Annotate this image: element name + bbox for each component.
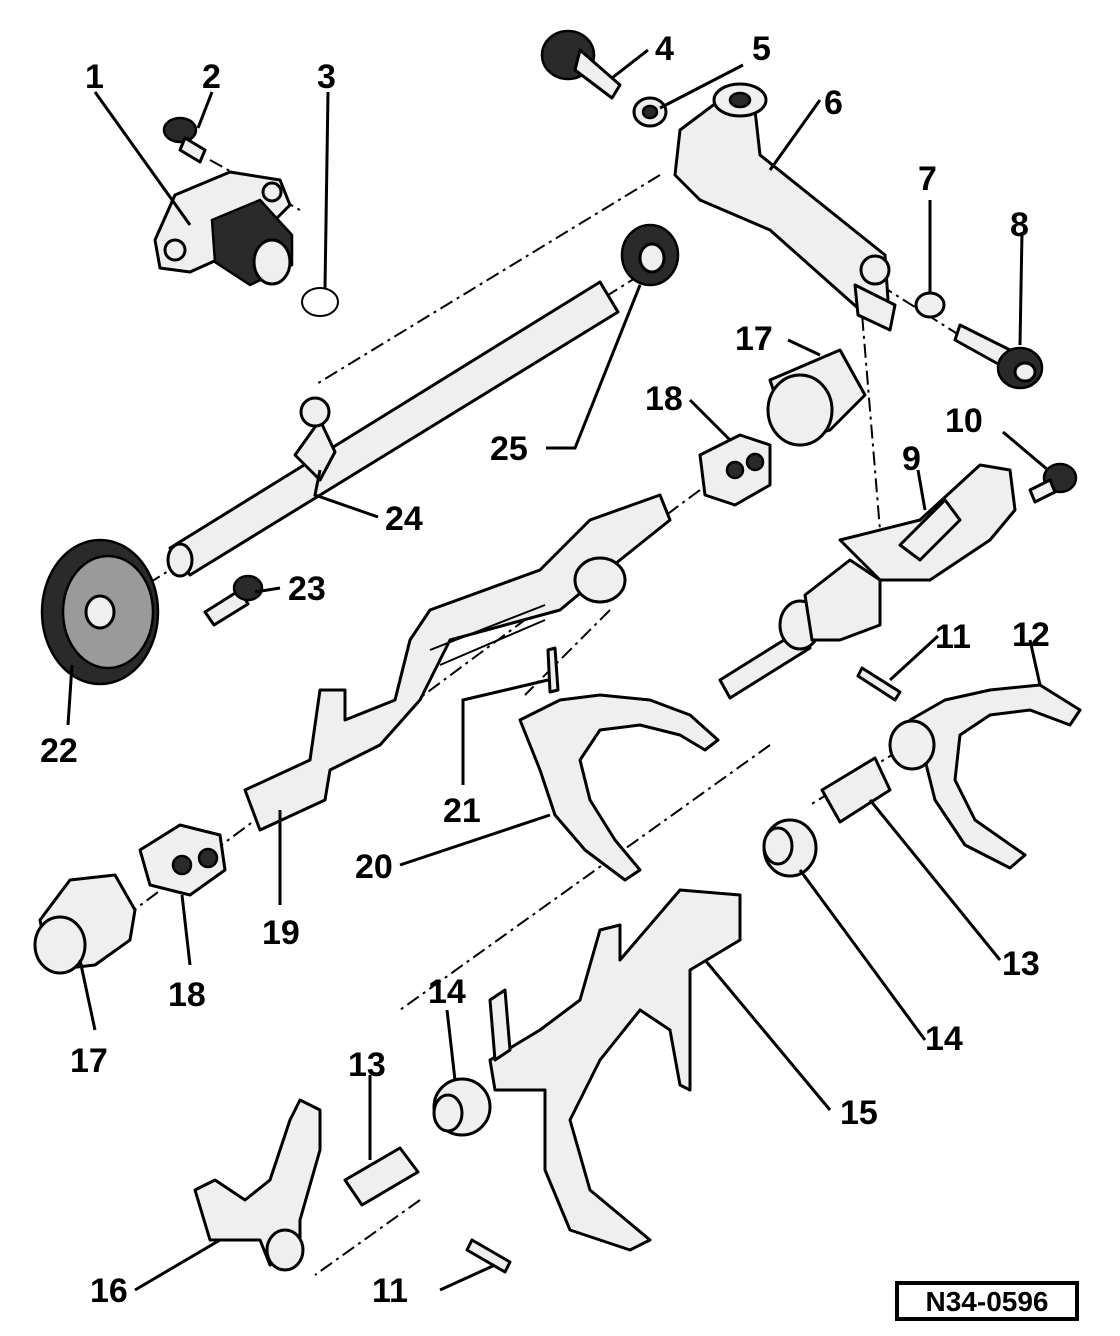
- callout-12: 12: [1012, 616, 1050, 654]
- callout-14-upper: 14: [925, 1020, 963, 1058]
- callout-19: 19: [262, 914, 300, 952]
- part-20-shift-fork: [518, 693, 720, 882]
- callout-9: 9: [902, 440, 921, 478]
- callout-3: 3: [317, 58, 336, 96]
- part-1-flange-bushing: [153, 170, 294, 287]
- callout-labels: 1 2 3 4 5 6 7 8 9 10 11 11 12 13 13 14 1…: [40, 30, 1050, 1310]
- part-16-shift-fork: [193, 1098, 322, 1272]
- part-24-shift-rod: [166, 280, 620, 578]
- part-2-bolt: [162, 116, 207, 164]
- callout-17-upper: 17: [735, 320, 773, 358]
- callout-5: 5: [752, 30, 771, 68]
- part-13-sleeve-lower: [343, 1146, 420, 1207]
- callout-7: 7: [918, 160, 937, 198]
- part-9-selector-bracket: [838, 463, 1017, 582]
- callout-24: 24: [385, 500, 423, 538]
- callout-20: 20: [355, 848, 393, 886]
- part-8-pin: [953, 323, 1044, 390]
- part-13-sleeve-upper: [820, 756, 892, 824]
- callout-11-lower: 11: [372, 1272, 408, 1310]
- part-11-roll-pin-lower: [465, 1238, 512, 1274]
- reference-code-box: N34-0596: [895, 1281, 1079, 1321]
- part-19-shift-rail: [243, 493, 672, 832]
- leader-lines: [66, 48, 1049, 1292]
- callout-13-upper: 13: [1002, 945, 1040, 983]
- selector-shaft: [718, 558, 882, 700]
- part-6-shift-lever: [673, 82, 897, 332]
- part-23-screw: [203, 574, 264, 627]
- callout-4: 4: [655, 30, 674, 68]
- callout-25: 25: [490, 430, 528, 468]
- part-5-washer: [632, 96, 668, 128]
- callout-15: 15: [840, 1094, 878, 1132]
- part-17-sleeve-upper: [766, 348, 867, 447]
- part-21-roll-pin: [546, 646, 560, 694]
- callout-8: 8: [1010, 206, 1029, 244]
- callout-2: 2: [202, 58, 221, 96]
- callout-11-upper: 11: [935, 618, 971, 656]
- part-12-shift-fork: [888, 683, 1082, 870]
- callout-18-lower: 18: [168, 976, 206, 1014]
- part-4-shift-pin: [540, 29, 622, 100]
- callout-17-lower: 17: [70, 1042, 108, 1080]
- part-22-selector-wheel: [40, 538, 160, 686]
- part-14-bushing-upper: [762, 818, 818, 878]
- reference-code: N34-0596: [926, 1286, 1049, 1317]
- callout-1: 1: [85, 58, 104, 96]
- part-18-bearing-block-upper: [698, 433, 772, 507]
- callout-10: 10: [945, 402, 983, 440]
- part-11-roll-pin-upper: [856, 666, 902, 702]
- callout-23: 23: [288, 570, 326, 608]
- part-25-bearing: [620, 223, 680, 287]
- part-17-sleeve-lower: [33, 873, 137, 975]
- callout-14-lower: 14: [428, 973, 466, 1011]
- part-7-washer: [914, 291, 946, 319]
- part-15-fork-assembly: [488, 888, 742, 1252]
- part-14-bushing-lower: [432, 1077, 492, 1137]
- part-3-ring: [301, 287, 339, 317]
- part-10-screw: [1028, 462, 1078, 504]
- callout-22: 22: [40, 732, 78, 770]
- callout-13-lower: 13: [348, 1046, 386, 1084]
- callout-18-upper: 18: [645, 380, 683, 418]
- part-18-bearing-block-lower: [138, 823, 227, 897]
- callout-6: 6: [824, 84, 843, 122]
- callout-16: 16: [90, 1272, 128, 1310]
- callout-21: 21: [443, 792, 481, 830]
